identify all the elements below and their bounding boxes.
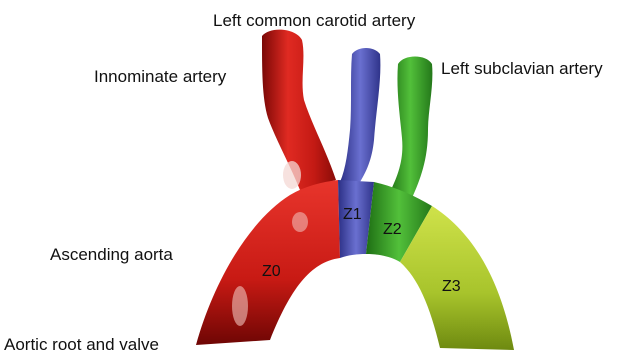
innominate-artery-shape [262,30,336,190]
label-ascending-aorta: Ascending aorta [50,246,173,263]
zone-0-highlight-upper [292,212,308,232]
label-left-common-carotid: Left common carotid artery [213,12,415,29]
zone-label-z1: Z1 [343,207,362,223]
label-innominate-artery: Innominate artery [94,68,226,85]
zone-0-highlight [232,286,248,326]
zone-label-z3: Z3 [442,279,461,295]
label-left-subclavian-artery: Left subclavian artery [441,60,603,77]
zone-label-z0: Z0 [262,264,281,280]
left-common-carotid-shape [340,48,380,182]
innominate-highlight [283,161,301,189]
left-subclavian-shape [388,57,432,199]
zone-label-z2: Z2 [383,222,402,238]
label-aortic-root-and-valve: Aortic root and valve [4,336,159,353]
